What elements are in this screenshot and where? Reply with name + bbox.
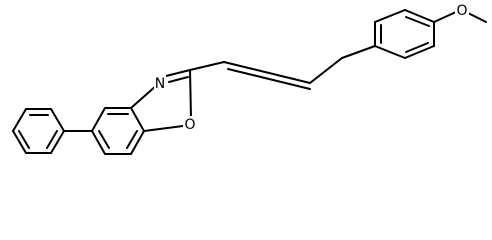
methoxyphenyl-ring — [341, 9, 435, 59]
bond-double-inner — [126, 130, 138, 149]
bond-double-inner — [405, 16, 430, 27]
bond-double-inner — [227, 68, 311, 90]
ring-oxygen-label: O — [184, 117, 195, 133]
bond-o-c — [143, 125, 184, 132]
benzo-ring — [91, 107, 145, 155]
structure-canvas: N O O — [12, 2, 487, 155]
bond-o-ch3 — [467, 12, 487, 23]
bond — [91, 107, 106, 132]
bond-double-inner — [18, 130, 30, 149]
bond-double — [223, 61, 311, 84]
bond-c-n — [130, 84, 158, 109]
methoxy-group — [433, 11, 487, 23]
bond-n-c-double — [165, 69, 191, 77]
bond — [12, 108, 27, 132]
bond — [50, 108, 65, 132]
bond-double-inner — [98, 130, 110, 149]
nitrogen-label: N — [155, 76, 165, 92]
bond — [50, 130, 65, 154]
bond — [189, 61, 225, 71]
bond — [341, 45, 376, 59]
bond — [374, 45, 406, 59]
vinyl-linker — [189, 57, 343, 90]
phenyl-ring — [12, 108, 65, 154]
bond — [130, 107, 145, 132]
bond — [130, 130, 145, 155]
chemical-structure: N O O — [12, 2, 487, 155]
bond — [309, 57, 343, 84]
bond — [12, 130, 27, 154]
bond — [91, 130, 106, 155]
bond-n-c-double-inner — [168, 76, 189, 83]
bond-c-o — [433, 11, 457, 23]
methoxy-oxygen-label: O — [456, 3, 467, 19]
bond — [404, 9, 435, 23]
bond-c-o — [189, 69, 192, 119]
bond-double-inner — [405, 42, 429, 53]
bond — [404, 45, 435, 59]
bond-double-inner — [46, 130, 58, 149]
atom-labels: N O O — [154, 2, 469, 133]
oxazole-ring — [130, 69, 192, 132]
bond — [374, 9, 406, 23]
